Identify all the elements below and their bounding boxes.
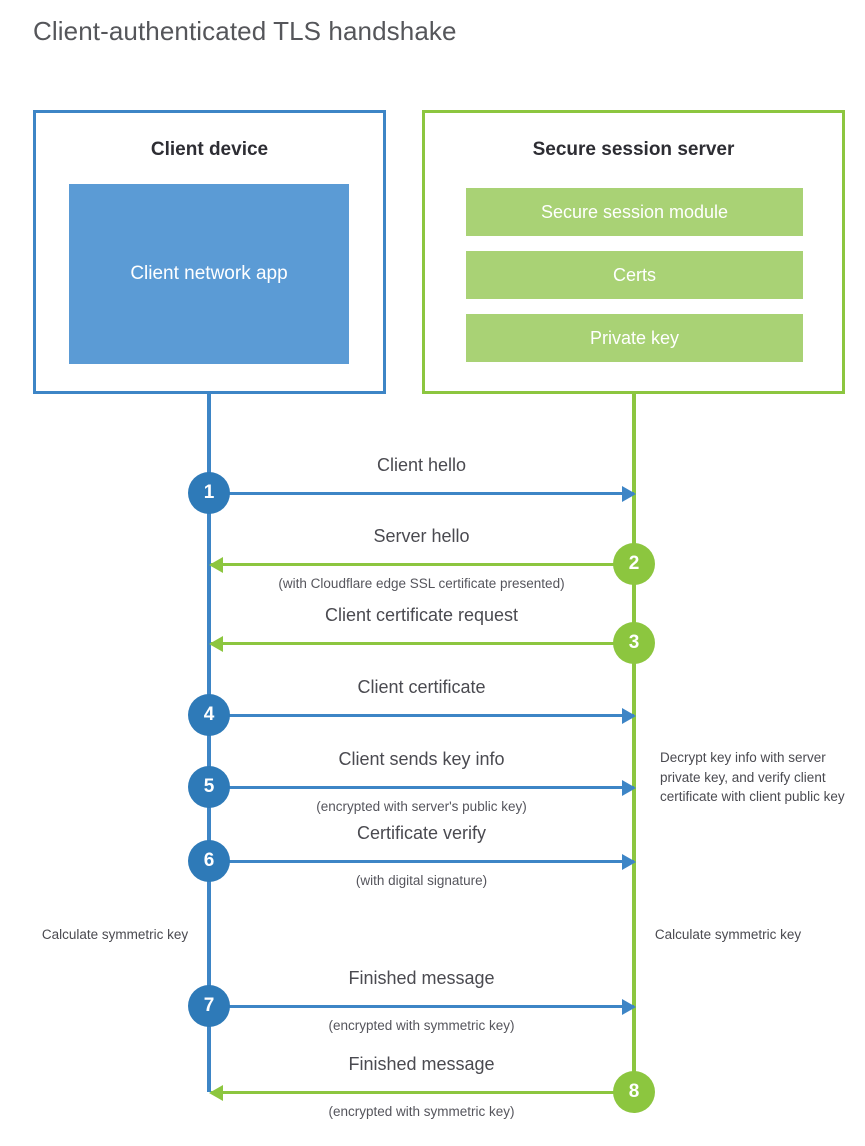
message-label-1: Client hello (376, 455, 467, 475)
arrow-head-left-icon (209, 636, 223, 652)
arrow-head-right-icon (622, 486, 636, 502)
message-arrow-4 (209, 714, 634, 717)
secure-session-server-title: Secure session server (532, 139, 735, 160)
step-badge-3: 3 (613, 622, 655, 664)
note-client-calculate-symmetric-key: Calculate symmetric key (41, 927, 189, 942)
message-label-2: Server hello (373, 526, 470, 546)
arrow-head-right-icon (622, 999, 636, 1015)
step-badge-4: 4 (188, 694, 230, 736)
message-sublabel-6: (with digital signature) (355, 873, 488, 888)
message-arrow-6 (209, 860, 634, 863)
secure-session-server-box: Secure session server Secure session mod… (422, 110, 845, 394)
step-badge-1: 1 (188, 472, 230, 514)
server-component-certs: Certs (466, 251, 803, 299)
message-label-5: Client sends key info (338, 749, 505, 769)
server-lifeline (632, 394, 636, 1092)
client-network-app-box: Client network app (69, 184, 349, 364)
arrow-head-right-icon (622, 708, 636, 724)
server-component-secure-session-module: Secure session module (466, 188, 803, 236)
message-label-6: Certificate verify (356, 823, 487, 843)
arrow-head-left-icon (209, 557, 223, 573)
message-label-8: Finished message (348, 1054, 495, 1074)
client-device-box: Client device Client network app (33, 110, 386, 394)
step-badge-7: 7 (188, 985, 230, 1027)
message-arrow-7 (209, 1005, 634, 1008)
page-title: Client-authenticated TLS handshake (33, 16, 457, 46)
step-badge-8: 8 (613, 1071, 655, 1113)
message-sublabel-5: (encrypted with server's public key) (316, 799, 527, 814)
message-label-7: Finished message (348, 968, 495, 988)
client-lifeline (207, 394, 211, 1092)
message-arrow-3 (211, 642, 634, 645)
message-label-3: Client certificate request (324, 605, 519, 625)
arrow-head-right-icon (622, 780, 636, 796)
message-sublabel-7: (encrypted with symmetric key) (328, 1018, 515, 1033)
step-badge-2: 2 (613, 543, 655, 585)
note-server-decrypt: Decrypt key info with server private key… (660, 750, 845, 805)
client-device-title: Client device (150, 139, 269, 160)
arrow-head-right-icon (622, 854, 636, 870)
note-server-calculate-symmetric-key: Calculate symmetric key (654, 927, 802, 942)
message-arrow-2 (211, 563, 634, 566)
message-sublabel-2: (with Cloudflare edge SSL certificate pr… (278, 576, 565, 591)
message-arrow-5 (209, 786, 634, 789)
message-arrow-1 (209, 492, 634, 495)
step-badge-5: 5 (188, 766, 230, 808)
server-component-private-key: Private key (466, 314, 803, 362)
step-badge-6: 6 (188, 840, 230, 882)
arrow-head-left-icon (209, 1085, 223, 1101)
message-sublabel-8: (encrypted with symmetric key) (328, 1104, 515, 1119)
message-arrow-8 (211, 1091, 634, 1094)
message-label-4: Client certificate (357, 677, 486, 697)
